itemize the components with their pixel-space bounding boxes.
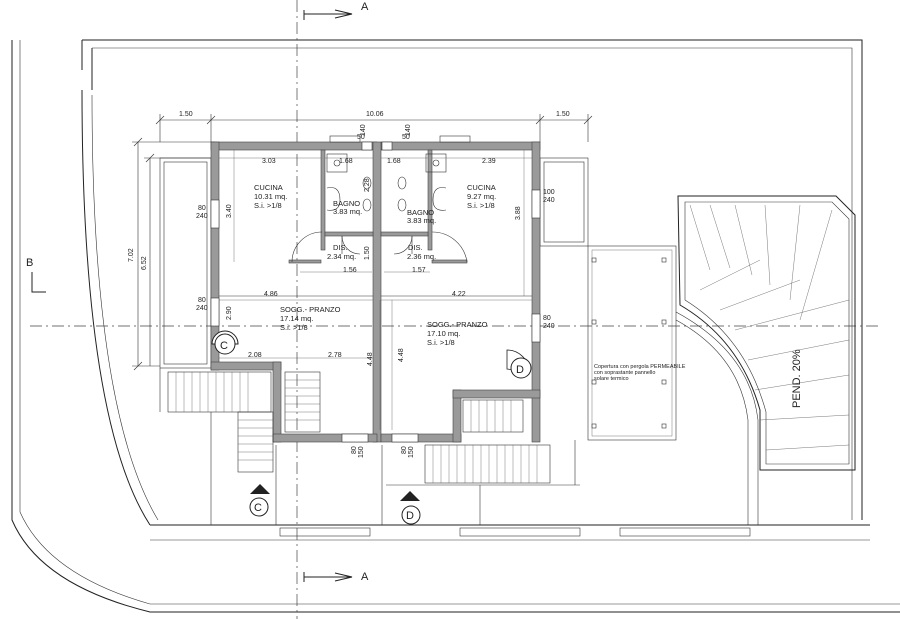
pergola (587, 245, 677, 441)
dim-right-offset: 1.50 (556, 111, 570, 118)
svg-text:80: 80 (198, 205, 206, 212)
marker-d-entry-label: D (406, 510, 414, 522)
room-name: SOGG.- PRANZO (280, 305, 341, 314)
ramp-slope-label: PEND. 20% (791, 349, 803, 408)
svg-text:140: 140 (360, 124, 367, 136)
dim-kitchen-right-height: 3.88 (515, 206, 522, 220)
room-name: CUCINA (467, 183, 496, 192)
dim-living-right-width: 4.22 (452, 291, 466, 298)
section-a-top-label: A (361, 1, 369, 13)
svg-text:150: 150 (408, 446, 415, 458)
dim-bath-right-top: 1.68 (387, 158, 401, 165)
section-axes (30, 0, 880, 619)
room-ratio: S.i. >1/8 (427, 338, 455, 347)
svg-text:50: 50 (402, 134, 410, 141)
room-dis-right: DIS. 2.36 mq. (407, 243, 436, 261)
pergola-note-2: con soprastante pannello (594, 370, 655, 376)
top-dimension-line (155, 114, 593, 142)
bathroom-fixtures (326, 153, 447, 212)
windows (210, 135, 541, 443)
dim-kitchen-right-width: 2.39 (482, 158, 496, 165)
dim-dis-left-height: 1.50 (364, 246, 371, 260)
room-name: BAGNO (333, 199, 360, 208)
left-dimension-line (132, 137, 215, 371)
dim-dis-left-width: 1.56 (343, 267, 357, 274)
ramp (675, 195, 856, 525)
room-area: 2.36 mq. (407, 252, 436, 261)
dim-living-left-lower: 2.78 (328, 352, 342, 359)
dim-left-offset: 1.50 (179, 111, 193, 118)
dim-overall: 10.06 (366, 111, 384, 118)
svg-text:100: 100 (543, 189, 555, 196)
room-ratio: S.i. >1/8 (280, 323, 308, 332)
marker-c-entry: C (249, 484, 270, 517)
room-area: 9.27 mq. (467, 192, 496, 201)
dim-kitchen-left-height: 3.40 (226, 204, 233, 218)
room-area: 17.14 mq. (280, 314, 313, 323)
win-top-left-w: 50 (357, 134, 365, 141)
pergola-note-1: Copertura con pergola PERMEABILE (594, 364, 686, 370)
room-area: 17.10 mq. (427, 329, 460, 338)
dim-left-height-outer: 7.02 (128, 248, 135, 262)
marker-c-inside-label: C (220, 340, 228, 352)
inner-dimension-lines (219, 150, 532, 430)
room-name: CUCINA (254, 183, 283, 192)
window-dimensions: 50 140 50 140 80 240 100 240 80 240 80 2… (196, 124, 555, 458)
room-name: DIS. (408, 243, 423, 252)
stairs-left-interior (167, 371, 321, 473)
marker-d-entry: D (400, 491, 421, 525)
marker-d-inside: D (506, 349, 532, 379)
room-bath-left: BAGNO 3.83 mq. (333, 199, 362, 216)
svg-text:240: 240 (543, 323, 555, 330)
interior-walls (219, 149, 532, 297)
svg-text:80: 80 (198, 297, 206, 304)
svg-text:80: 80 (351, 446, 358, 454)
room-area: 3.83 mq. (407, 216, 436, 225)
marker-c-entry-label: C (254, 502, 262, 514)
room-dis-left: DIS. 2.34 mq. (327, 243, 356, 261)
room-area: 3.83 mq. (333, 207, 362, 216)
dim-living-left-height: 4.48 (367, 352, 374, 366)
dim-bath-left-height: 2.28 (364, 178, 371, 192)
room-name: DIS. (333, 243, 348, 252)
marker-d-inside-label: D (516, 364, 524, 376)
room-name: BAGNO (407, 208, 434, 217)
room-ratio: S.i. >1/8 (467, 201, 495, 210)
dim-stair-left-width: 2.08 (248, 352, 262, 359)
room-name: SOGG.- PRANZO (427, 320, 488, 329)
room-area: 10.31 mq. (254, 192, 287, 201)
svg-text:240: 240 (543, 197, 555, 204)
pergola-note-3: solare termico (594, 376, 629, 382)
svg-text:80: 80 (401, 446, 408, 454)
dim-left-height-inner: 6.52 (141, 256, 148, 270)
stairs-right-interior (424, 399, 551, 484)
dim-bath-left-top: 1.68 (339, 158, 353, 165)
room-kitchen-right: CUCINA 9.27 mq. S.i. >1/8 (467, 183, 496, 210)
doors (291, 231, 468, 263)
dim-living-left-width: 4.86 (264, 291, 278, 298)
svg-text:240: 240 (196, 305, 208, 312)
room-kitchen-left: CUCINA 10.31 mq. S.i. >1/8 (254, 183, 287, 210)
marker-c-inside: C (211, 330, 239, 355)
section-a-bottom-label: A (361, 571, 369, 583)
room-ratio: S.i. >1/8 (254, 201, 282, 210)
dim-kitchen-left-width: 3.03 (262, 158, 276, 165)
room-area: 2.34 mq. (327, 252, 356, 261)
dim-living-left-side: 2.90 (226, 306, 233, 320)
room-living-left: SOGG.- PRANZO 17.14 mq. S.i. >1/8 (280, 305, 341, 332)
dim-living-right-height: 4.48 (398, 348, 405, 362)
section-b-label: B (26, 257, 33, 269)
exterior-walls (210, 141, 541, 443)
svg-text:150: 150 (358, 446, 365, 458)
svg-text:140: 140 (405, 124, 412, 136)
svg-text:80: 80 (543, 315, 551, 322)
room-bath-right: BAGNO 3.83 mq. (407, 208, 436, 225)
room-living-right: SOGG.- PRANZO 17.10 mq. S.i. >1/8 (427, 320, 488, 347)
dim-dis-right-width: 1.57 (412, 267, 426, 274)
svg-text:240: 240 (196, 213, 208, 220)
site-boundary (11, 39, 900, 613)
